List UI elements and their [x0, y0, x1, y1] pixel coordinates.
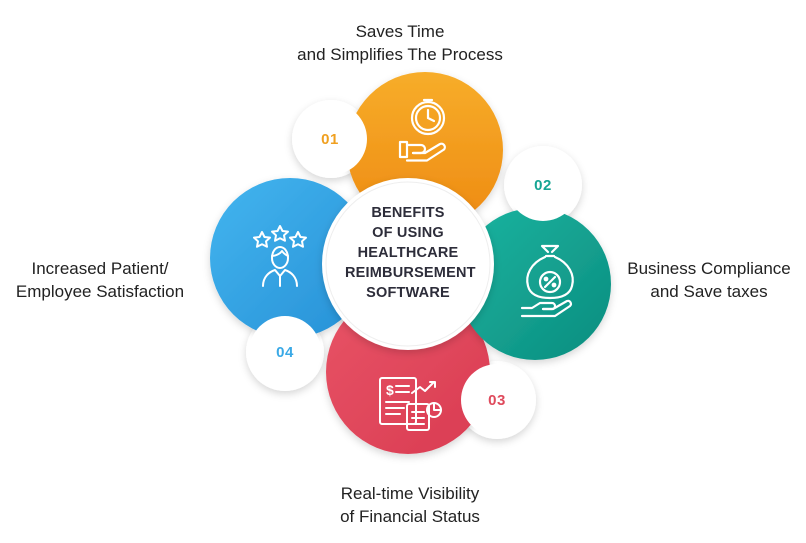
center-title-line3: HEALTHCARE: [357, 245, 459, 261]
benefit-02-label-line1: Business Compliance: [627, 259, 791, 278]
benefit-01-label-line1: Saves Time: [355, 22, 445, 41]
money-bag-percent-icon: [520, 244, 574, 318]
center-title-line1: BENEFITS: [371, 205, 445, 221]
financial-report-icon: $: [379, 377, 442, 431]
person-stars-icon: [253, 225, 307, 287]
benefit-01-number: 01: [321, 131, 339, 148]
benefit-02-number: 02: [534, 177, 552, 194]
center-title: BENEFITS OF USING HEALTHCARE REIMBURSEME…: [345, 203, 476, 303]
clock-hand-icon: [398, 98, 446, 162]
svg-text:$: $: [386, 382, 394, 398]
benefit-03-label: Real-time Visibility of Financial Status: [240, 482, 580, 528]
center-title-line4: REIMBURSEMENT: [345, 265, 476, 281]
benefit-04-label-line2: Employee Satisfaction: [15, 282, 185, 301]
benefit-03-label-line1: Real-time Visibility: [340, 484, 480, 503]
benefit-01-label: Saves Time and Simplifies The Process: [230, 20, 570, 66]
benefit-02-label: Business Compliance and Save taxes: [612, 257, 806, 303]
center-title-line5: SOFTWARE: [366, 285, 450, 301]
benefit-04-label: Increased Patient/ Employee Satisfaction: [0, 257, 200, 303]
petal-02: [459, 208, 611, 360]
benefit-01-label-line2: and Simplifies The Process: [297, 45, 503, 64]
benefit-04-label-line1: Increased Patient/: [31, 259, 169, 278]
center-title-line2: OF USING: [372, 225, 444, 241]
benefit-03-number: 03: [488, 392, 506, 409]
benefit-04-number: 04: [276, 344, 294, 361]
benefit-02-label-line2: and Save taxes: [650, 282, 768, 301]
benefit-03-label-line2: of Financial Status: [340, 507, 480, 526]
